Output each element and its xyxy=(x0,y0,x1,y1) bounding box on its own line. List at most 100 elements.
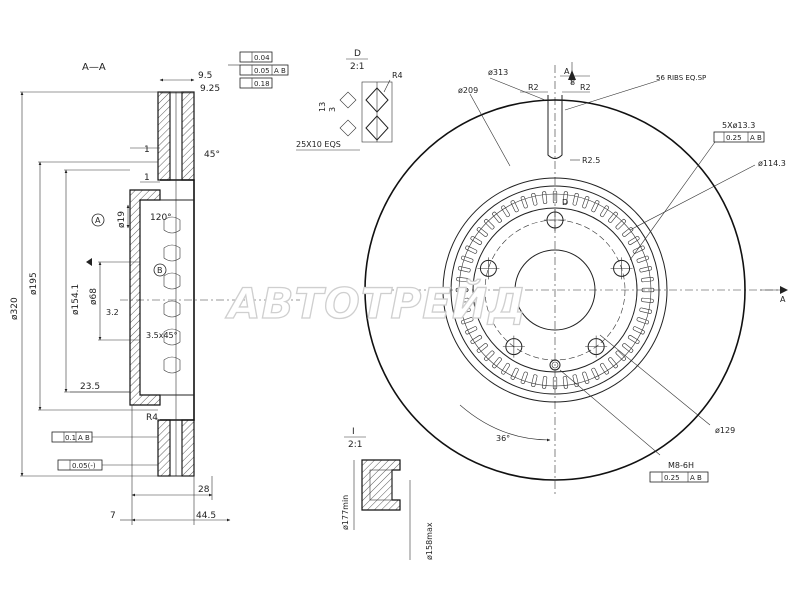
thread-spec: M8-6H xyxy=(668,461,694,470)
outer-rim xyxy=(364,99,746,481)
vent-rib xyxy=(541,191,548,204)
datum-b: B xyxy=(153,263,167,277)
dim-d177: ø177min xyxy=(341,495,350,530)
vent-rib xyxy=(582,371,590,384)
label-a-right: A xyxy=(780,295,786,304)
vent-ribs xyxy=(455,190,655,390)
vent-rib xyxy=(636,255,649,263)
vent-rib xyxy=(470,335,483,344)
vent-rib xyxy=(458,307,471,314)
vent-rib xyxy=(465,326,478,335)
threaded-hole xyxy=(549,359,561,371)
dim-7: 7 xyxy=(110,511,116,521)
detail-d: D 2:1 R4 3 13 25X10 EQS xyxy=(296,49,403,151)
watermark-text: АВТОТРЕЙД xyxy=(225,278,527,328)
vent-rib xyxy=(501,205,510,218)
detail-d-scale: 2:1 xyxy=(350,62,364,72)
vent-rib xyxy=(470,236,483,245)
dim-1-top: 1 xyxy=(144,145,150,155)
radius-r2-right: R2 xyxy=(580,83,591,92)
section-dimension-texts: ø320 ø195 ø154.1 ø68 ø19 9.5 9.25 1 1 23… xyxy=(10,71,220,521)
svg-text:B: B xyxy=(157,266,163,275)
detail-i-scale: 2:1 xyxy=(348,440,362,450)
front-view: ø313 ø209 R2 R2 8 R2.5 56 RIBS EQ.SP A A… xyxy=(364,62,788,495)
vent-rib xyxy=(641,276,654,283)
tolerance-frames-bottom: 0.1 A B 0.05(-) xyxy=(51,431,158,471)
vent-rib xyxy=(531,374,538,387)
tol-runout-ref: A B xyxy=(78,434,90,442)
radius-r2-left: R2 xyxy=(528,83,539,92)
angle-120: 120° xyxy=(150,213,172,223)
svg-text:A B: A B xyxy=(750,134,762,142)
vent-rib xyxy=(632,326,645,335)
vent-rib xyxy=(615,350,626,361)
vent-rib xyxy=(639,266,652,273)
dim-28: 28 xyxy=(198,485,210,495)
tol-thickness-value: 0.18 xyxy=(254,80,270,88)
vent-rib xyxy=(461,317,474,325)
vent-rib xyxy=(552,190,558,204)
vent-rib xyxy=(455,287,469,293)
vent-rib xyxy=(456,297,469,304)
detail-i-title: I xyxy=(352,427,355,437)
svg-text:A: A xyxy=(95,216,101,225)
vent-rib xyxy=(641,287,655,293)
vent-rib xyxy=(484,219,495,230)
dim-23-5: 23.5 xyxy=(80,382,100,392)
vent-rib xyxy=(465,245,478,254)
vent-rib xyxy=(608,357,618,369)
vent-rib xyxy=(552,376,558,390)
vent-rib xyxy=(632,245,645,254)
inner-rim xyxy=(442,177,668,403)
radius-r2-5: R2.5 xyxy=(582,156,600,165)
vent-rib xyxy=(461,255,474,263)
radius-r4: R4 xyxy=(146,413,158,423)
vent-rib xyxy=(639,307,652,314)
dim-8: 8 xyxy=(570,78,575,87)
dim-1-mid: 1 xyxy=(144,173,150,183)
label-a-top: A xyxy=(564,67,570,76)
dim-d154: ø154.1 xyxy=(71,284,81,315)
vent-rib xyxy=(572,374,579,387)
dim-d129: ø129 xyxy=(715,426,735,435)
svg-text:0.25: 0.25 xyxy=(664,474,680,482)
dim-d158: ø158max xyxy=(425,522,434,560)
vent-rib xyxy=(600,205,609,218)
detail-d-radius: R4 xyxy=(392,71,403,80)
ribs-spec: 56 RIBS EQ.SP xyxy=(656,74,706,82)
vent-rib xyxy=(458,266,471,273)
bolt-holes xyxy=(477,209,633,358)
section-view: A—A xyxy=(10,51,300,525)
rib-detail xyxy=(547,95,563,159)
tol-parallel-value: 0.05 xyxy=(254,67,270,75)
roughness-3-2: 3.2 xyxy=(106,308,119,317)
chamfer-3-5x45: 3.5x45° xyxy=(146,331,178,340)
detail-d-dim-13: 13 xyxy=(318,102,327,112)
thread-tolerance-frame: 0.25 A B xyxy=(649,471,709,483)
datum-a: A xyxy=(91,213,105,227)
dim-d19: ø19 xyxy=(117,211,127,228)
vent-rib xyxy=(608,211,618,223)
vent-rib xyxy=(615,219,626,230)
vent-rib xyxy=(591,367,600,380)
vent-rib xyxy=(541,376,548,389)
vent-rib xyxy=(622,343,634,353)
section-dimension-lines xyxy=(20,78,231,525)
tol-parallel-ref: A B xyxy=(274,67,286,75)
vent-rib xyxy=(636,317,649,325)
vent-rib xyxy=(456,276,469,283)
vent-rib xyxy=(492,211,502,223)
front-dimension-texts: ø313 ø209 R2 R2 8 R2.5 56 RIBS EQ.SP A A… xyxy=(458,67,786,470)
vent-rib xyxy=(600,362,609,375)
vent-rib xyxy=(520,371,528,384)
tol-flat-value: 0.05(-) xyxy=(72,462,96,470)
tolerance-frames-top: 0.04 0.05 A B 0.18 xyxy=(228,51,289,89)
detail-d-title: D xyxy=(354,49,361,59)
section-title: A—A xyxy=(82,62,106,73)
vent-rib xyxy=(492,357,502,369)
tol-runout-value: 0.1 xyxy=(65,434,76,442)
section-profile xyxy=(129,91,195,477)
vent-rib xyxy=(531,193,538,206)
dim-d320: ø320 xyxy=(10,297,20,320)
dim-d195: ø195 xyxy=(29,272,39,295)
